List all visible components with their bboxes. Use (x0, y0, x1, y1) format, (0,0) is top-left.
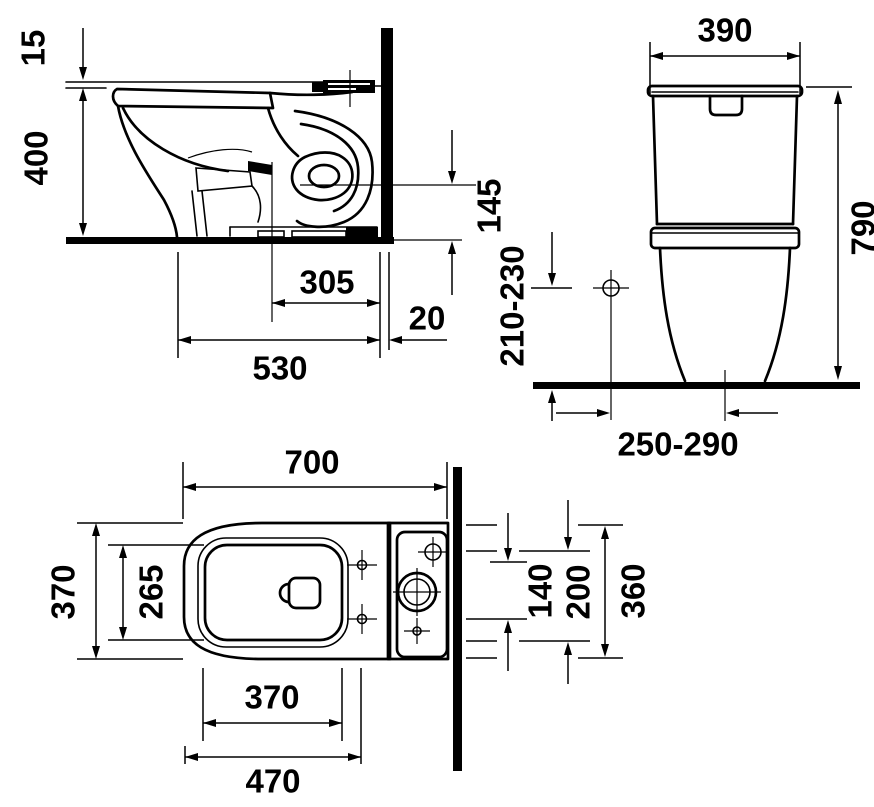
dim-790-label: 790 (845, 200, 874, 255)
flush-outlet-tab (278, 582, 291, 604)
plan-dimensions: 700 370 265 370 (45, 444, 652, 800)
inlet-valve (312, 70, 382, 107)
fixing-hole-marker (347, 604, 377, 634)
front-dimensions: 390 790 210-230 250-290 (494, 12, 874, 463)
dim-370-opening-label: 370 (244, 679, 299, 716)
wall-section (453, 467, 462, 771)
dim-250-290-label: 250-290 (617, 426, 738, 463)
plan-view: 700 370 265 370 (45, 444, 652, 800)
dim-360-label: 360 (615, 563, 652, 618)
dim-200-label: 200 (560, 564, 597, 619)
dim-390-label: 390 (697, 12, 752, 49)
dim-400-label: 400 (18, 130, 55, 185)
pedestal-left (658, 246, 687, 383)
dim-265-label: 265 (133, 564, 170, 619)
side-elevation-view: 15 400 145 305 530 (15, 28, 508, 387)
wall-section (381, 28, 393, 240)
dim-210-230-label: 210-230 (494, 245, 531, 366)
toilet-side-outline (111, 87, 378, 239)
pedestal-right (763, 246, 792, 383)
dim-20-label: 20 (409, 300, 446, 337)
dim-370-width-label: 370 (45, 564, 82, 619)
dim-15-label: 15 (15, 30, 52, 67)
dim-700-label: 700 (284, 444, 339, 481)
small-hole-marker (404, 618, 430, 644)
fixing-hole-marker (347, 550, 377, 580)
supply-hole (393, 568, 441, 616)
dim-530-label: 530 (252, 350, 307, 387)
dim-470-label: 470 (245, 763, 300, 800)
dim-305-label: 305 (299, 264, 354, 301)
water-supply-point (593, 270, 629, 420)
flush-outlet (287, 576, 322, 610)
pan-outline (182, 521, 392, 661)
dim-145-label: 145 (471, 178, 508, 233)
side-dimensions: 15 400 145 305 530 (15, 28, 508, 387)
seat-outer-ring (197, 537, 349, 648)
cistern-bowl-joint (649, 226, 801, 250)
dim-140-label: 140 (522, 563, 559, 618)
flush-button (708, 94, 744, 117)
overflow-hole (418, 537, 448, 567)
outlet-seal (248, 161, 272, 175)
cistern-lid (646, 84, 804, 98)
floor-line (533, 382, 860, 389)
front-elevation-view: 390 790 210-230 250-290 (494, 12, 874, 463)
floor-line (66, 237, 394, 244)
water-line-arc (187, 148, 253, 159)
toilet-front-outline (646, 84, 804, 421)
toilet-plan-outline (182, 521, 450, 661)
bowl-opening (203, 543, 344, 642)
